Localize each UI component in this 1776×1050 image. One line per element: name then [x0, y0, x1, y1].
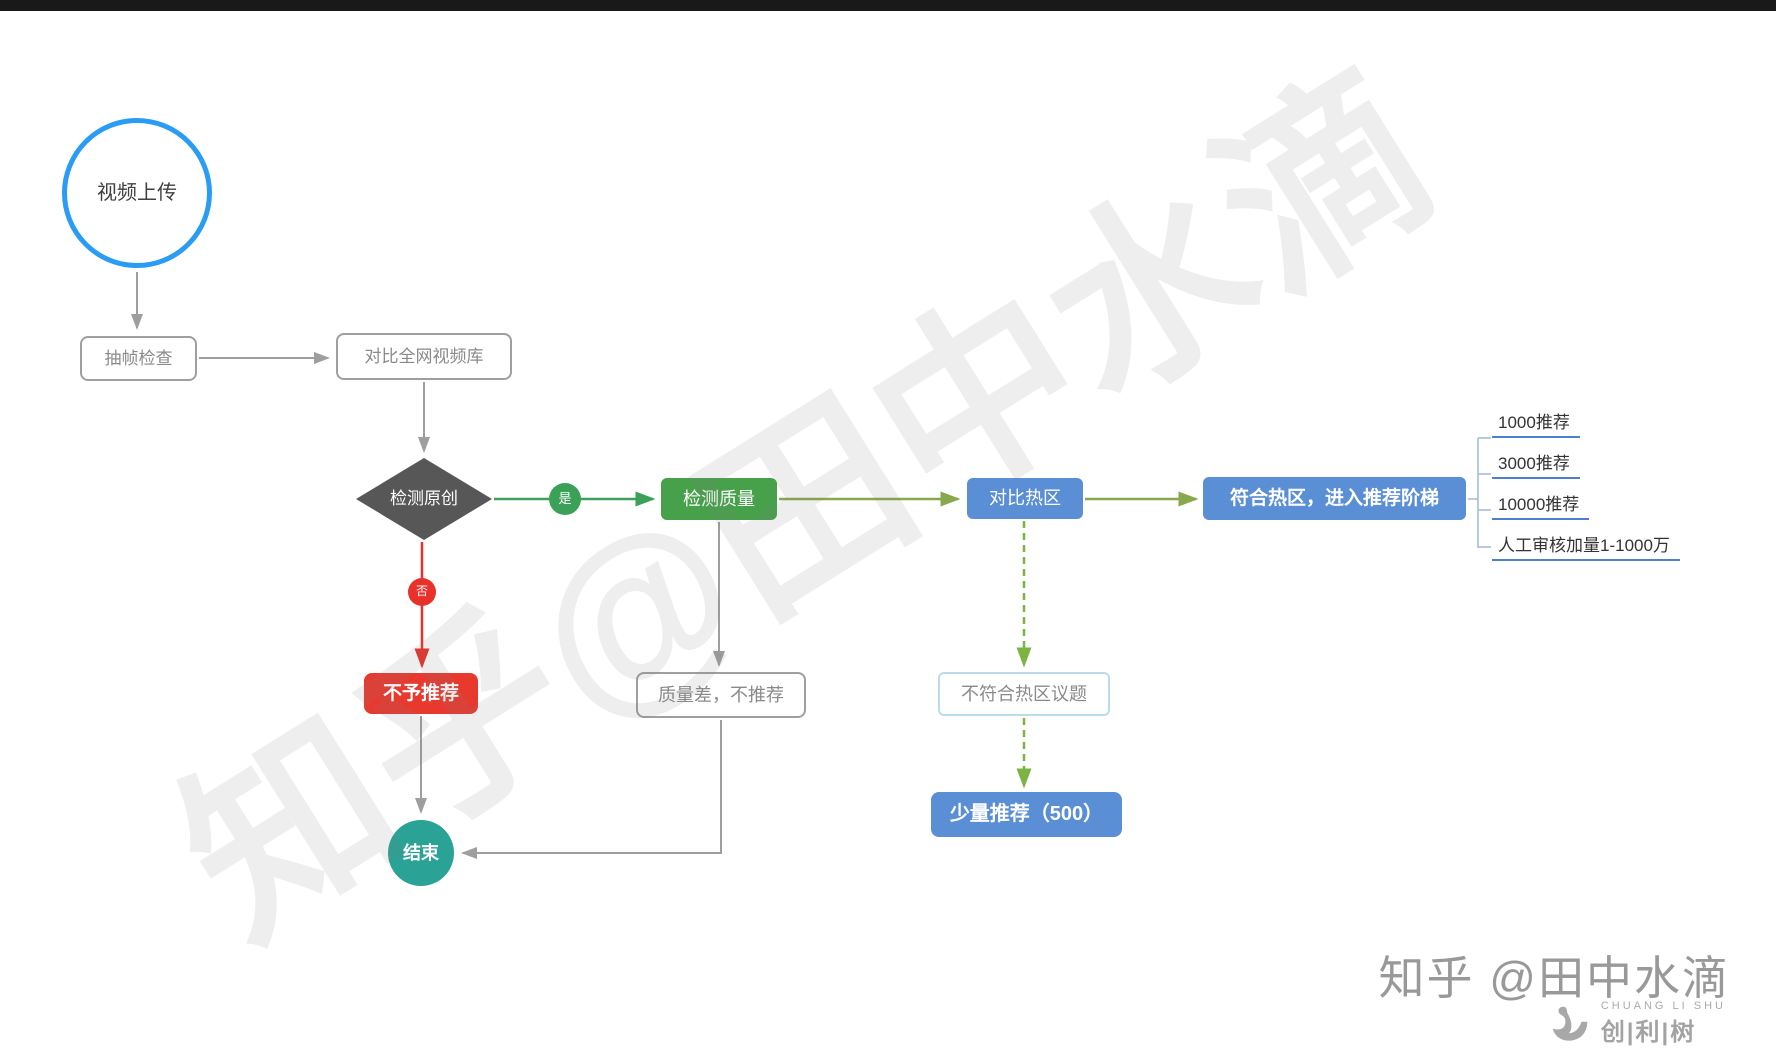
- node-small-recommend: 少量推荐（500）: [931, 792, 1122, 837]
- recommendation-ladder-list: 1000推荐 3000推荐 10000推荐 人工审核加量1-1000万: [1492, 404, 1680, 561]
- top-bar: [0, 0, 1776, 11]
- logo-text-block: CHUANG LI SHU 创|利|树: [1601, 1000, 1726, 1047]
- node-frame-check-label: 抽帧检查: [104, 348, 173, 368]
- node-detect-original-label: 检测原创: [390, 489, 458, 509]
- node-no-recommend-label: 不予推荐: [382, 682, 459, 704]
- node-compare-library: 对比全网视频库: [336, 333, 512, 380]
- node-compare-hotzone: 对比热区: [967, 478, 1083, 519]
- node-frame-check: 抽帧检查: [80, 336, 197, 381]
- node-small-recommend-label: 少量推荐（500）: [949, 803, 1104, 825]
- node-not-hotzone-label: 不符合热区议题: [961, 683, 1087, 704]
- node-video-upload: 视频上传: [62, 118, 212, 268]
- ladder-item-10000: 10000推荐: [1492, 486, 1590, 520]
- ladder-bracket: [1468, 437, 1491, 548]
- badge-yes-label: 是: [558, 490, 572, 506]
- badge-no-label: 否: [415, 584, 428, 599]
- node-no-recommend: 不予推荐: [364, 673, 478, 714]
- node-enter-ladder: 符合热区，进入推荐阶梯: [1203, 477, 1466, 520]
- footer-logo: CHUANG LI SHU 创|利|树: [1547, 1000, 1726, 1047]
- node-detect-original: 检测原创: [356, 458, 492, 540]
- node-check-quality: 检测质量: [661, 478, 777, 520]
- footer-watermark: 知乎 @田中水滴 CHUANG LI SHU 创|利|树: [1379, 942, 1730, 1047]
- node-check-quality-label: 检测质量: [683, 488, 755, 509]
- ladder-item-1000: 1000推荐: [1492, 404, 1580, 438]
- node-not-hotzone: 不符合热区议题: [938, 672, 1110, 716]
- edge-poor-quality-to-end: [461, 720, 722, 859]
- node-poor-quality: 质量差，不推荐: [636, 672, 806, 718]
- logo-text-en: CHUANG LI SHU: [1600, 1000, 1726, 1012]
- swan-logo-icon: [1552, 1006, 1588, 1041]
- node-enter-ladder-label: 符合热区，进入推荐阶梯: [1229, 487, 1439, 509]
- badge-yes: 是: [549, 483, 581, 515]
- logo-text-cn: 创|利|树: [1600, 1019, 1697, 1046]
- node-compare-library-label: 对比全网视频库: [364, 346, 484, 366]
- node-compare-hotzone-label: 对比热区: [989, 488, 1061, 509]
- node-end-label: 结束: [403, 842, 439, 863]
- node-video-upload-label: 视频上传: [97, 181, 177, 204]
- badge-no: 否: [408, 578, 436, 606]
- node-poor-quality-label: 质量差，不推荐: [658, 684, 784, 705]
- ladder-item-manual-review: 人工审核加量1-1000万: [1492, 527, 1680, 561]
- ladder-item-3000: 3000推荐: [1492, 445, 1580, 479]
- node-end: 结束: [388, 820, 454, 886]
- footer-watermark-text: 知乎 @田中水滴: [1378, 952, 1730, 1004]
